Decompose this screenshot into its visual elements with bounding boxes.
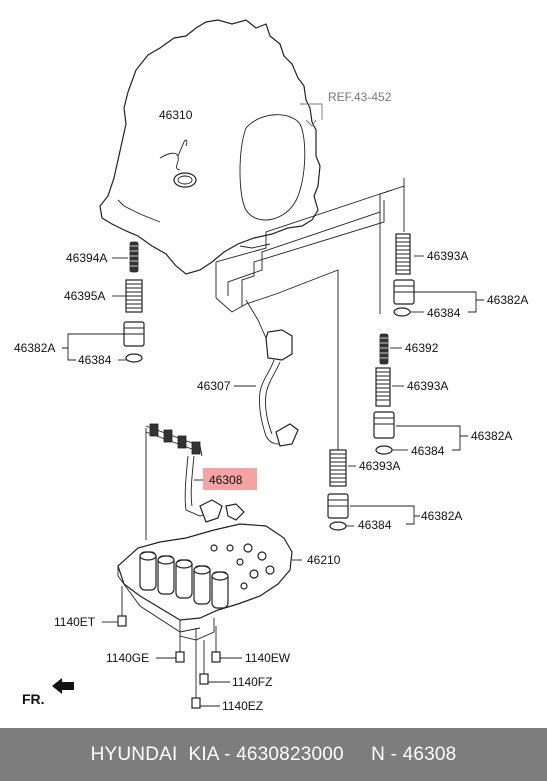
label-46210: 46210 <box>307 553 341 567</box>
front-direction-arrow <box>52 678 74 694</box>
label-46393A-low: 46393A <box>359 459 400 473</box>
highlight-box-46308 <box>203 468 257 490</box>
label-46384-mid: 46384 <box>411 444 445 458</box>
accumulator-piston-left <box>123 321 145 347</box>
part-number-footer: HYUNDAI KIA - 4630823000 N - 46308 <box>0 728 547 781</box>
label-1140FZ: 1140FZ <box>232 675 272 689</box>
ref-leader-line <box>300 103 323 120</box>
label-46384-left: 46384 <box>78 353 112 367</box>
label-46393A-mid: 46393A <box>407 379 448 393</box>
bolt-1140ET <box>102 586 127 627</box>
label-46394A: 46394A <box>66 251 107 265</box>
label-front: FR. <box>22 691 45 707</box>
label-46384-top: 46384 <box>427 306 461 320</box>
solenoid-harness-46308 <box>145 423 245 540</box>
label-1140GE: 1140GE <box>106 651 149 665</box>
hydraulic-passage-lines <box>215 178 405 458</box>
label-46310: 46310 <box>159 108 193 122</box>
piston-46382A-top <box>393 279 415 305</box>
retaining-clip-46310 <box>159 139 188 171</box>
label-1140EW: 1140EW <box>245 651 291 665</box>
label-46382A-mid: 46382A <box>471 429 512 443</box>
piston-46382A-mid <box>373 411 395 439</box>
label-1140ET: 1140ET <box>54 615 96 629</box>
ref-leader-arrow <box>305 119 317 127</box>
o-ring-mid <box>375 445 393 455</box>
spring-46393A-top <box>395 233 411 275</box>
transmission-case <box>99 19 321 275</box>
label-1140EZ: 1140EZ <box>222 699 263 713</box>
label-46382A-low: 46382A <box>421 509 462 523</box>
o-ring-top <box>393 307 411 317</box>
spring-46394A <box>129 241 139 273</box>
exploded-parts-diagram: REF.43-452 46310 46394A 46395A 46382A 46… <box>14 19 528 713</box>
bolt-1140EZ <box>191 628 220 709</box>
label-46382A-top: 46382A <box>487 293 528 307</box>
label-46392: 46392 <box>405 341 439 355</box>
o-ring-low <box>329 521 347 531</box>
label-46307: 46307 <box>197 379 231 393</box>
label-46395A: 46395A <box>64 289 105 303</box>
bolt-1140EW <box>211 626 242 663</box>
piston-46382A-low <box>327 493 349 519</box>
spring-46393A-low <box>329 449 347 487</box>
bolt-1140FZ <box>199 640 230 685</box>
spring-46393A-mid <box>375 367 391 407</box>
footer-text: HYUNDAI KIA - 4630823000 N - 46308 <box>90 743 457 765</box>
spring-46395A <box>125 279 143 313</box>
spring-46392 <box>379 333 389 365</box>
wiring-harness-46307 <box>234 299 299 447</box>
label-46382A-left: 46382A <box>14 341 55 355</box>
label-46384-low: 46384 <box>358 518 392 532</box>
label-46393A-top: 46393A <box>427 249 468 263</box>
valve-body-46210 <box>117 523 302 641</box>
bolt-1140GE <box>156 632 185 663</box>
label-ref: REF.43-452 <box>328 90 392 104</box>
label-46308: 46308 <box>209 473 243 487</box>
o-ring-left <box>125 353 143 363</box>
